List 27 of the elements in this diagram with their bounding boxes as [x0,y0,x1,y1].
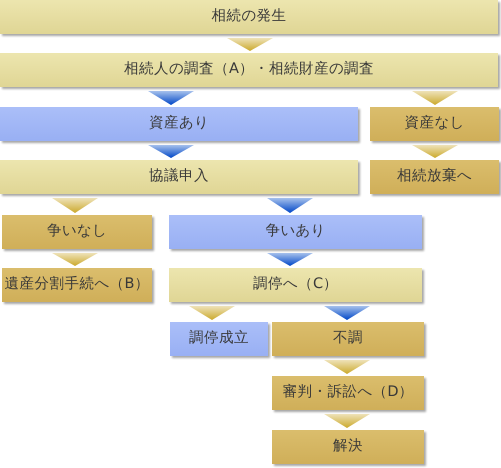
flow-arrow [324,414,370,428]
flow-arrow [52,198,98,214]
flow-arrow [52,252,98,266]
step-box: 解決 [272,430,424,464]
step-box: 審判・訴訟へ（D） [272,376,424,410]
flow-arrow [189,306,235,320]
flow-arrow [148,144,194,158]
flow-arrow [267,252,313,266]
step-box: 協議申入 [0,160,358,194]
flow-arrow [148,90,194,106]
step-box: 相続の発生 [0,0,498,34]
step-box: 争いあり [169,215,422,249]
step-box: 相続放棄へ [370,160,499,194]
step-box: 相続人の調査（A）・相続財産の調査 [0,53,498,87]
step-box: 調停成立 [170,322,268,356]
flow-arrow [412,90,458,106]
step-box: 調停へ（C） [169,268,422,302]
step-box: 不調 [272,322,424,356]
flow-arrow [324,306,370,320]
flow-arrow [324,360,370,374]
step-box: 資産あり [0,107,358,141]
flow-arrow [267,198,313,214]
step-box: 資産なし [370,107,499,141]
flow-arrow [412,144,458,158]
step-box: 遺産分割手続へ（B） [2,268,152,302]
step-box: 争いなし [2,215,152,249]
flow-arrow [227,38,273,52]
